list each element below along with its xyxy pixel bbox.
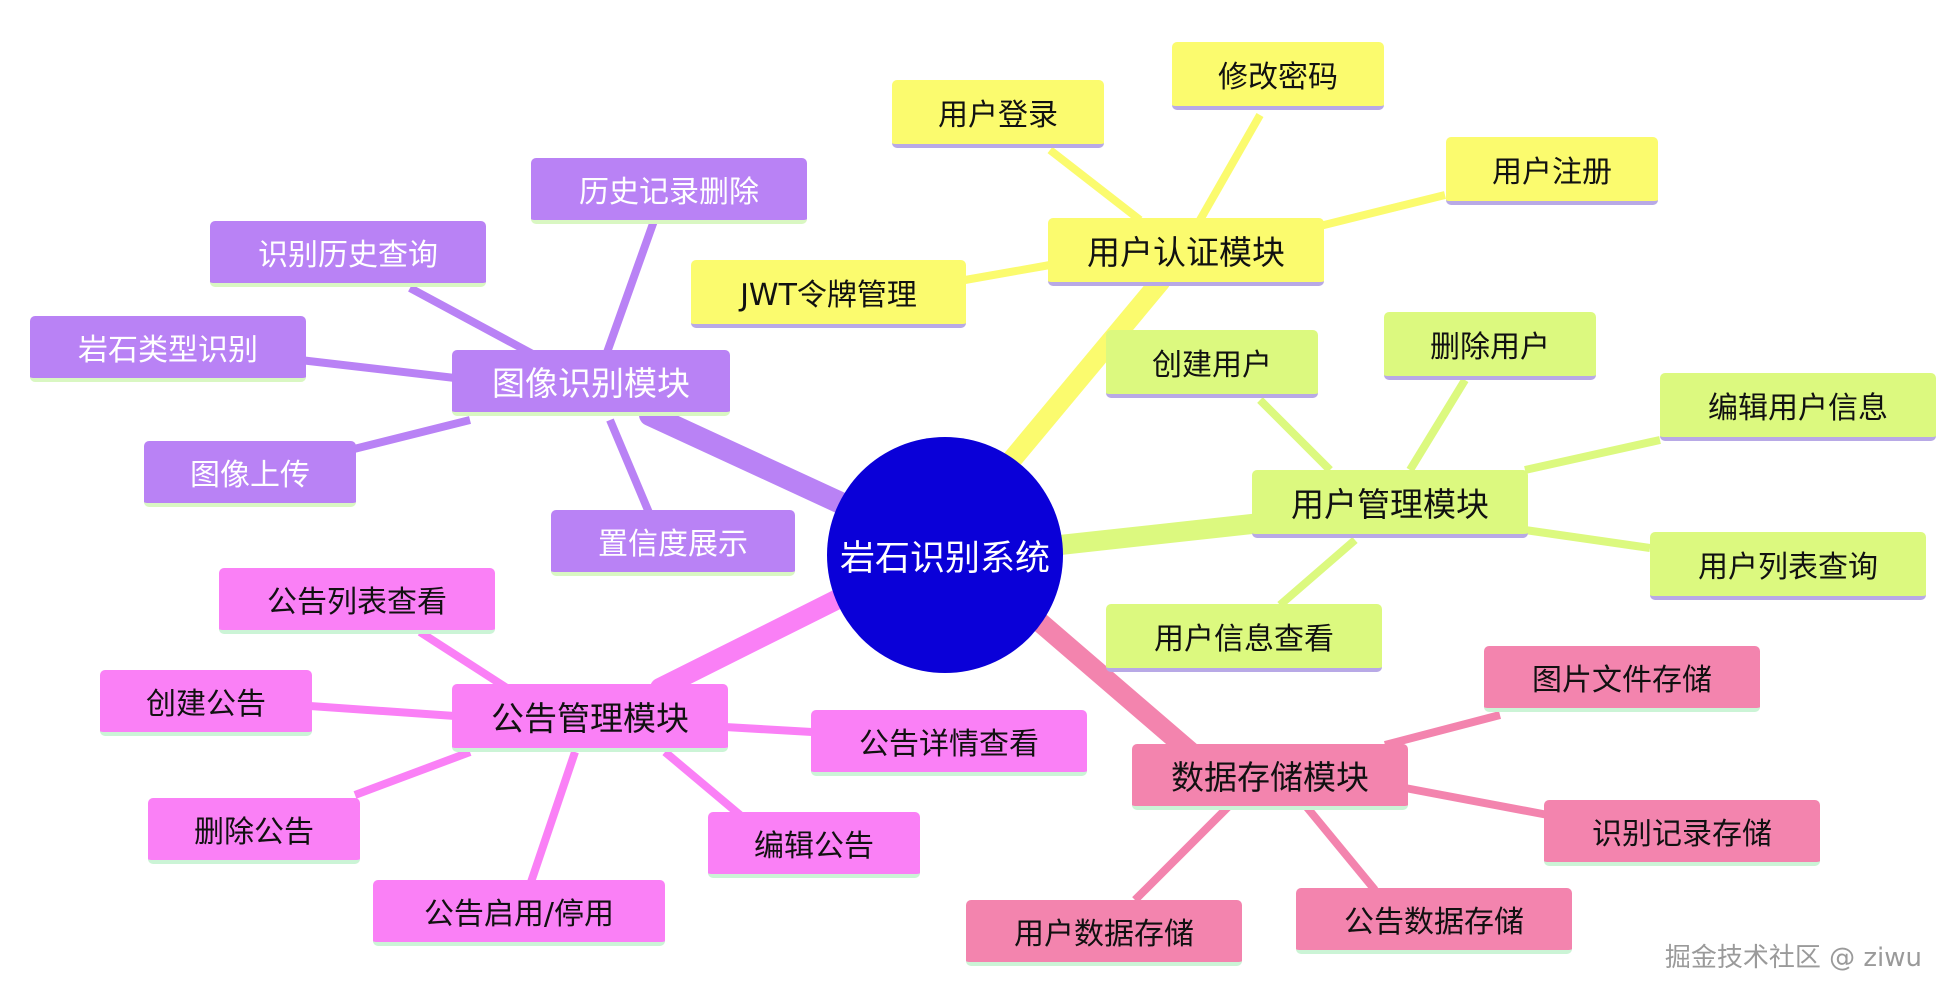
leaf-storage-image[interactable]: 图片文件存储 <box>1484 646 1760 712</box>
edge-notice-edit <box>662 748 743 819</box>
leaf-login-label: 用户登录 <box>938 98 1058 133</box>
module-image-recognition[interactable]: 图像识别模块 <box>452 350 730 416</box>
leaf-create-user-label: 创建用户 <box>1152 348 1272 383</box>
leaf-notice-detail-label: 公告详情查看 <box>859 727 1039 762</box>
edge-root-notice <box>650 588 850 698</box>
leaf-notice-edit-label: 编辑公告 <box>754 829 874 864</box>
leaf-notice-toggle-label: 公告启用/停用 <box>423 897 615 932</box>
leaf-notice-list-label: 公告列表查看 <box>267 585 447 620</box>
leaf-register[interactable]: 用户注册 <box>1446 137 1658 205</box>
root-label: 岩石识别系统 <box>839 538 1050 579</box>
leaf-delete-user-label: 删除用户 <box>1430 330 1550 365</box>
leaf-edit-user[interactable]: 编辑用户信息 <box>1660 373 1936 441</box>
leaf-notice-delete[interactable]: 删除公告 <box>148 798 360 864</box>
edge-root-auth <box>1000 272 1170 472</box>
edge-image-history-delete <box>601 216 659 360</box>
edge-image-upload <box>349 416 471 454</box>
leaf-change-password-label: 修改密码 <box>1218 60 1338 95</box>
module-data-storage[interactable]: 数据存储模块 <box>1132 744 1408 810</box>
leaf-image-upload[interactable]: 图像上传 <box>144 441 356 507</box>
module-notice-management-label: 公告管理模块 <box>491 699 689 738</box>
leaf-user-list-label: 用户列表查询 <box>1698 550 1878 585</box>
edge-notice-list <box>417 628 513 694</box>
leaf-create-user[interactable]: 创建用户 <box>1106 330 1318 398</box>
leaf-jwt-label: JWT令牌管理 <box>740 278 917 313</box>
leaf-history-delete-label: 历史记录删除 <box>579 175 759 210</box>
edge-notice-delete <box>353 748 472 799</box>
leaf-rock-type[interactable]: 岩石类型识别 <box>30 316 306 382</box>
edge-auth-login <box>1047 146 1143 224</box>
edge-user-view <box>1277 536 1358 609</box>
module-notice-management[interactable]: 公告管理模块 <box>452 684 728 752</box>
leaf-history-query[interactable]: 识别历史查询 <box>210 221 486 287</box>
leaf-change-password[interactable]: 修改密码 <box>1172 42 1384 110</box>
leaf-register-label: 用户注册 <box>1492 155 1612 190</box>
leaf-notice-list[interactable]: 公告列表查看 <box>219 568 495 634</box>
leaf-storage-user-label: 用户数据存储 <box>1014 917 1194 952</box>
leaf-login[interactable]: 用户登录 <box>892 80 1104 148</box>
leaf-jwt[interactable]: JWT令牌管理 <box>691 260 966 328</box>
leaf-storage-notice[interactable]: 公告数据存储 <box>1296 888 1572 954</box>
module-auth[interactable]: 用户认证模块 <box>1048 218 1324 286</box>
leaf-storage-notice-label: 公告数据存储 <box>1344 905 1524 940</box>
leaf-notice-create[interactable]: 创建公告 <box>100 670 312 736</box>
leaf-notice-edit[interactable]: 编辑公告 <box>708 812 920 878</box>
leaf-notice-create-label: 创建公告 <box>146 687 266 722</box>
edge-notice-detail <box>724 723 813 736</box>
edge-image-confidence <box>606 418 654 517</box>
edge-user-list <box>1524 526 1651 552</box>
edge-auth-password <box>1196 113 1264 222</box>
edge-root-user <box>1050 512 1280 555</box>
edge-storage-user <box>1132 802 1233 903</box>
leaf-delete-user[interactable]: 删除用户 <box>1384 312 1596 380</box>
leaf-storage-record-label: 识别记录存储 <box>1592 817 1772 852</box>
leaf-storage-image-label: 图片文件存储 <box>1532 663 1712 698</box>
edge-auth-register <box>1319 191 1446 230</box>
leaf-history-query-label: 识别历史查询 <box>258 238 438 273</box>
leaf-notice-toggle[interactable]: 公告启用/停用 <box>373 880 665 946</box>
edge-user-delete <box>1406 377 1469 473</box>
edge-user-edit <box>1524 436 1661 474</box>
leaf-history-delete[interactable]: 历史记录删除 <box>531 158 807 224</box>
edge-auth-jwt <box>964 261 1051 284</box>
leaf-notice-delete-label: 删除公告 <box>194 815 314 850</box>
leaf-confidence[interactable]: 置信度展示 <box>551 510 795 576</box>
edge-notice-create <box>309 702 456 720</box>
module-image-recognition-label: 图像识别模块 <box>492 364 690 403</box>
edge-user-create <box>1257 397 1333 473</box>
edge-storage-image <box>1383 711 1502 749</box>
module-data-storage-label: 数据存储模块 <box>1171 758 1369 797</box>
edge-root-storage <box>1025 608 1210 770</box>
leaf-user-list[interactable]: 用户列表查询 <box>1650 532 1926 600</box>
leaf-image-upload-label: 图像上传 <box>190 458 310 493</box>
edge-image-rock-type <box>299 356 456 382</box>
watermark: 掘金技术社区 @ ziwu <box>1664 943 1922 973</box>
module-auth-label: 用户认证模块 <box>1087 233 1285 272</box>
edge-root-image <box>639 404 856 516</box>
module-user-management[interactable]: 用户管理模块 <box>1252 470 1528 538</box>
leaf-storage-record[interactable]: 识别记录存储 <box>1544 800 1820 866</box>
leaf-edit-user-label: 编辑用户信息 <box>1708 391 1888 426</box>
leaf-rock-type-label: 岩石类型识别 <box>78 333 258 368</box>
leaf-view-user-label: 用户信息查看 <box>1154 622 1334 657</box>
module-user-management-label: 用户管理模块 <box>1291 485 1489 524</box>
edge-storage-notice <box>1301 802 1379 893</box>
edge-storage-record <box>1404 784 1549 819</box>
edge-image-history-query <box>408 284 542 362</box>
leaf-view-user[interactable]: 用户信息查看 <box>1106 604 1382 672</box>
leaf-notice-detail[interactable]: 公告详情查看 <box>811 710 1087 776</box>
edge-notice-toggle <box>526 750 579 887</box>
root-node[interactable]: 岩石识别系统 <box>827 437 1063 673</box>
leaf-storage-user[interactable]: 用户数据存储 <box>966 900 1242 966</box>
leaf-confidence-label: 置信度展示 <box>598 527 748 562</box>
